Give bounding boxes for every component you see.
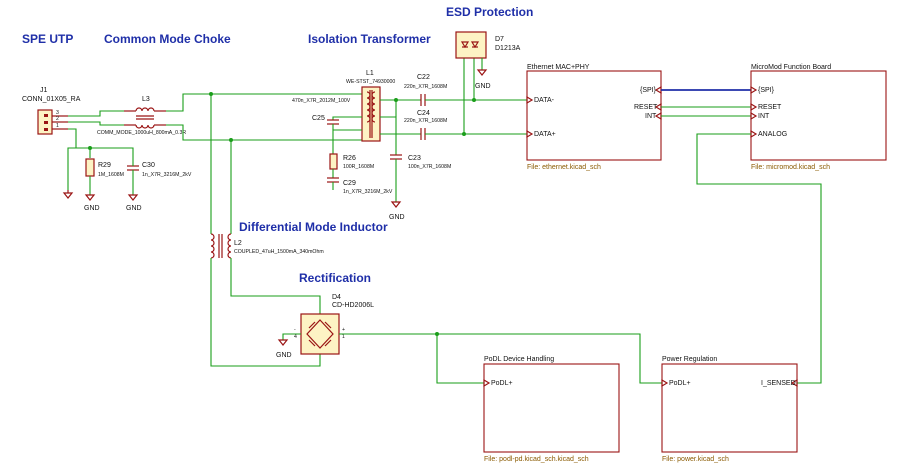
isolation-transformer-l1[interactable] bbox=[361, 86, 381, 142]
gnd-label-4: GND bbox=[276, 352, 292, 359]
d4-pin4: 4 bbox=[294, 334, 297, 340]
c22-value: 220n_X7R_1608M bbox=[404, 84, 447, 90]
l3-ref: L3 bbox=[142, 96, 150, 103]
gnd-symbol-5 bbox=[390, 201, 402, 208]
esd-diode-d7[interactable] bbox=[455, 31, 487, 59]
gnd-symbol-3 bbox=[127, 194, 139, 201]
ethernet-pin-int: INT bbox=[645, 113, 657, 120]
ethernet-pin-data-minus: DATA- bbox=[534, 97, 555, 104]
d7-value: D1213A bbox=[495, 45, 521, 52]
bridge-rectifier-d4[interactable] bbox=[300, 313, 340, 355]
sheet-micromod-file: File: micromod.kicad_sch bbox=[751, 164, 830, 171]
d4-pin-minus: - bbox=[294, 327, 296, 333]
differential-inductor-l2[interactable] bbox=[210, 233, 232, 259]
j1-pin2: 2 bbox=[56, 116, 59, 122]
gnd-label-2: GND bbox=[126, 205, 142, 212]
c24-ref: C24 bbox=[417, 110, 430, 117]
capacitor-c25[interactable] bbox=[327, 119, 339, 125]
gnd-label-5: GND bbox=[389, 214, 405, 221]
sheet-micromod-name: MicroMod Function Board bbox=[751, 64, 831, 71]
l1-ref: L1 bbox=[366, 70, 374, 77]
connector-j1[interactable] bbox=[37, 109, 68, 135]
d4-ref: D4 bbox=[332, 294, 341, 301]
title-spe-utp: SPE UTP bbox=[22, 32, 73, 46]
sheet-power[interactable] bbox=[661, 363, 798, 453]
r26-value: 100R_1608M bbox=[343, 164, 374, 170]
capacitor-c29[interactable] bbox=[327, 177, 339, 183]
c25-value: 470n_X7R_2012M_100V bbox=[292, 98, 351, 104]
resistor-r29[interactable] bbox=[85, 158, 95, 177]
d7-ref: D7 bbox=[495, 36, 504, 43]
c29-value: 1n_X7R_3216M_2kV bbox=[343, 189, 393, 195]
l2-ref: L2 bbox=[234, 240, 242, 247]
r26-ref: R26 bbox=[343, 155, 356, 162]
gnd-label-1: GND bbox=[84, 205, 100, 212]
c23-value: 100n_X7R_1608M bbox=[408, 164, 451, 170]
ethernet-pin-spi: {SPI} bbox=[640, 87, 657, 94]
c22-ref: C22 bbox=[417, 74, 430, 81]
power-pin-podl-plus: PoDL+ bbox=[669, 380, 691, 387]
j1-pin1: 1 bbox=[56, 123, 59, 129]
sheet-ethernet[interactable] bbox=[526, 70, 662, 161]
l3-value: COMM_MODE_1000uH_800mA_0.3R bbox=[97, 130, 186, 136]
r29-value: 1M_1608M bbox=[98, 172, 124, 178]
micromod-pin-int: INT bbox=[758, 113, 770, 120]
capacitor-c24[interactable] bbox=[420, 128, 426, 140]
micromod-pin-analog: ANALOG bbox=[758, 131, 787, 138]
gnd-symbol-4 bbox=[277, 339, 289, 346]
resistor-r26[interactable] bbox=[329, 153, 338, 170]
j1-ref: J1 bbox=[40, 87, 48, 94]
j1-value: CONN_01X05_RA bbox=[22, 96, 81, 103]
power-pin-isensed: I_SENSED bbox=[761, 380, 796, 387]
d4-value: CD-HD2006L bbox=[332, 302, 374, 309]
gnd-label-3: GND bbox=[475, 83, 491, 90]
sheet-power-name: Power Regulation bbox=[662, 356, 717, 363]
ethernet-pin-data-plus: DATA+ bbox=[534, 131, 556, 138]
gnd-symbol-1 bbox=[62, 190, 74, 199]
title-rectification: Rectification bbox=[299, 271, 371, 285]
sheet-podl-name: PoDL Device Handling bbox=[484, 356, 554, 363]
gnd-symbol-3b bbox=[476, 69, 488, 76]
sheet-power-file: File: power.kicad_sch bbox=[662, 456, 729, 463]
sheet-micromod[interactable] bbox=[750, 70, 887, 161]
micromod-pin-reset: RESET bbox=[758, 104, 782, 111]
title-isolation-transformer: Isolation Transformer bbox=[308, 32, 431, 46]
micromod-pin-spi: {SPI} bbox=[758, 87, 775, 94]
sheet-podl-file: File: podl-pd.kicad_sch.kicad_sch bbox=[484, 456, 589, 463]
l1-value: WE-STST_74930000 bbox=[346, 79, 395, 85]
c23-ref: C23 bbox=[408, 155, 421, 162]
title-esd-protection: ESD Protection bbox=[446, 5, 533, 19]
r29-ref: R29 bbox=[98, 162, 111, 169]
gnd-symbol-2 bbox=[84, 194, 96, 201]
podl-pin-podl-plus: PoDL+ bbox=[491, 380, 513, 387]
c30-ref: C30 bbox=[142, 162, 155, 169]
title-differential-mode-inductor: Differential Mode Inductor bbox=[239, 220, 388, 234]
sheet-podl[interactable] bbox=[483, 363, 620, 453]
j1-pin3: 3 bbox=[56, 110, 59, 116]
c29-ref: C29 bbox=[343, 180, 356, 187]
capacitor-c23[interactable] bbox=[390, 154, 402, 160]
capacitor-c22[interactable] bbox=[420, 94, 426, 106]
c30-value: 1n_X7R_3216M_2kV bbox=[142, 172, 192, 178]
l2-value: COUPLED_47uH_1500mA_340mOhm bbox=[234, 249, 324, 255]
c25-ref: C25 bbox=[312, 115, 325, 122]
d4-pin-plus: + bbox=[342, 327, 345, 333]
title-common-mode-choke: Common Mode Choke bbox=[104, 32, 231, 46]
sheet-ethernet-file: File: ethernet.kicad_sch bbox=[527, 164, 601, 171]
d4-pin1: 1 bbox=[342, 334, 345, 340]
capacitor-c30[interactable] bbox=[127, 165, 139, 171]
c24-value: 220n_X7R_1608M bbox=[404, 118, 447, 124]
common-mode-choke-l3[interactable] bbox=[124, 107, 166, 129]
sheet-ethernet-name: Ethernet MAC+PHY bbox=[527, 64, 590, 71]
ethernet-pin-reset: RESET bbox=[634, 104, 658, 111]
